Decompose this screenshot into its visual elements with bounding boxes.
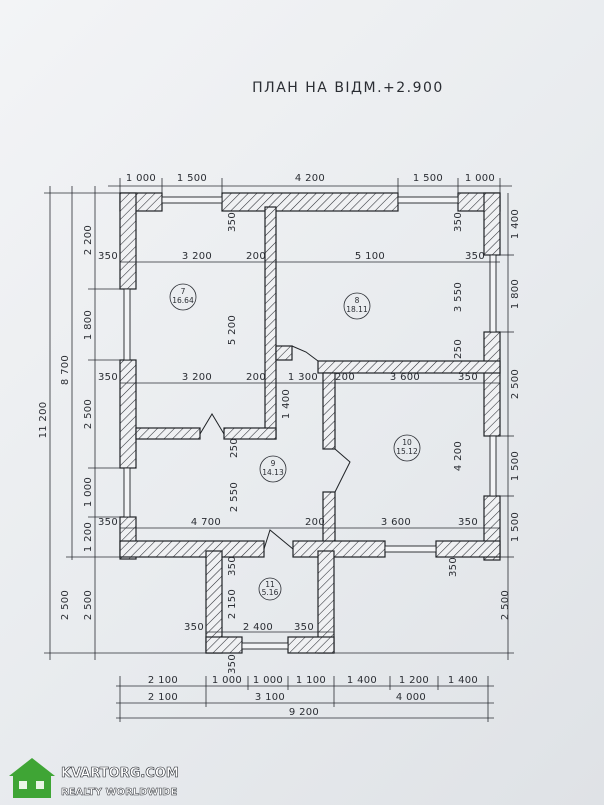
svg-text:4 200: 4 200 [295, 173, 325, 184]
room-7-number: 7 [181, 287, 186, 296]
svg-text:200: 200 [305, 517, 325, 528]
room-11-area: 5.16 [262, 588, 279, 597]
svg-text:1 000: 1 000 [126, 173, 156, 184]
svg-text:200: 200 [246, 251, 266, 262]
room-8-number: 8 [355, 296, 360, 305]
svg-text:3 600: 3 600 [381, 517, 411, 528]
room-7-marker: 7 16.64 [169, 283, 197, 311]
room-11-number: 11 [265, 580, 275, 589]
room-9-number: 9 [271, 459, 276, 468]
svg-text:4 700: 4 700 [191, 517, 221, 528]
svg-text:350: 350 [294, 622, 314, 633]
left-dimensions: 11 200 8 700 2 200 1 800 2 500 1 000 1 2… [38, 225, 94, 620]
bottom-dimensions: 2 100 1 000 1 000 1 100 1 400 1 200 1 40… [148, 675, 478, 718]
top-dimensions: 1 000 1 500 4 200 1 500 1 000 [126, 173, 495, 184]
svg-text:350: 350 [227, 212, 238, 232]
house-logo-icon [9, 758, 55, 798]
svg-text:1 000: 1 000 [465, 173, 495, 184]
room-8-area: 18.11 [346, 305, 368, 314]
svg-text:11 200: 11 200 [38, 402, 49, 439]
svg-text:350: 350 [448, 557, 459, 577]
windows [123, 196, 497, 650]
svg-text:1 000: 1 000 [212, 675, 242, 686]
svg-text:350: 350 [465, 251, 485, 262]
svg-text:2 100: 2 100 [148, 675, 178, 686]
svg-text:250: 250 [453, 339, 464, 359]
svg-text:3 200: 3 200 [182, 251, 212, 262]
watermark-brand: KVARTORG.COM [61, 766, 179, 781]
svg-text:1 000: 1 000 [83, 477, 94, 507]
interior-dimensions: 350 3 200 200 5 100 350 350 5 200 3 550 … [98, 212, 485, 674]
svg-text:350: 350 [227, 556, 238, 576]
svg-text:5 100: 5 100 [355, 251, 385, 262]
svg-text:2 500: 2 500 [500, 590, 511, 620]
right-dimensions: 1 400 1 800 2 500 1 500 1 500 2 500 [500, 209, 521, 620]
svg-text:350: 350 [453, 212, 464, 232]
svg-text:2 200: 2 200 [83, 225, 94, 255]
svg-text:8 700: 8 700 [60, 355, 71, 385]
svg-text:3 200: 3 200 [182, 372, 212, 383]
svg-text:1 400: 1 400 [448, 675, 478, 686]
room-9-area: 14.13 [262, 468, 284, 477]
svg-text:1 500: 1 500 [177, 173, 207, 184]
svg-text:350: 350 [98, 372, 118, 383]
svg-text:350: 350 [184, 622, 204, 633]
room-10-marker: 10 15.12 [393, 434, 421, 462]
svg-text:350: 350 [458, 372, 478, 383]
svg-text:1 200: 1 200 [399, 675, 429, 686]
svg-text:200: 200 [246, 372, 266, 383]
svg-text:1 800: 1 800 [510, 279, 521, 309]
svg-text:1 300: 1 300 [288, 372, 318, 383]
svg-text:350: 350 [98, 251, 118, 262]
svg-text:1 000: 1 000 [253, 675, 283, 686]
svg-text:1 100: 1 100 [296, 675, 326, 686]
svg-text:3 550: 3 550 [453, 282, 464, 312]
svg-text:5 200: 5 200 [227, 315, 238, 345]
svg-text:3 100: 3 100 [255, 692, 285, 703]
svg-text:4 200: 4 200 [453, 441, 464, 471]
svg-text:2 500: 2 500 [510, 369, 521, 399]
svg-text:1 800: 1 800 [83, 310, 94, 340]
svg-text:1 500: 1 500 [510, 451, 521, 481]
room-9-marker: 9 14.13 [259, 455, 287, 483]
room-10-area: 15.12 [396, 447, 418, 456]
svg-text:2 500: 2 500 [83, 590, 94, 620]
svg-text:4 000: 4 000 [396, 692, 426, 703]
svg-text:200: 200 [335, 372, 355, 383]
svg-text:2 400: 2 400 [243, 622, 273, 633]
svg-text:1 400: 1 400 [510, 209, 521, 239]
room-7-area: 16.64 [172, 296, 194, 305]
walls [119, 192, 501, 654]
room-10-number: 10 [402, 438, 412, 447]
svg-text:2 500: 2 500 [60, 590, 71, 620]
svg-text:3 600: 3 600 [390, 372, 420, 383]
doors [199, 345, 351, 550]
svg-text:2 150: 2 150 [227, 589, 238, 619]
dimension-lines [44, 178, 514, 722]
plan-title: ПЛАН НА ВІДМ.+2.900 [252, 80, 444, 96]
room-8-marker: 8 18.11 [343, 292, 371, 320]
svg-text:1 500: 1 500 [413, 173, 443, 184]
svg-text:250: 250 [229, 438, 240, 458]
svg-text:350: 350 [98, 517, 118, 528]
svg-text:2 550: 2 550 [229, 482, 240, 512]
svg-text:2 500: 2 500 [83, 399, 94, 429]
svg-text:2 100: 2 100 [148, 692, 178, 703]
svg-text:1 200: 1 200 [83, 522, 94, 552]
svg-text:350: 350 [227, 654, 238, 674]
svg-text:1 500: 1 500 [510, 512, 521, 542]
watermark-tagline: REALTY WORLDWIDE [61, 787, 177, 798]
svg-text:1 400: 1 400 [347, 675, 377, 686]
room-11-marker: 11 5.16 [258, 577, 282, 601]
svg-text:350: 350 [458, 517, 478, 528]
watermark: KVARTORG.COM REALTY WORLDWIDE [9, 758, 179, 798]
svg-text:1 400: 1 400 [281, 389, 292, 419]
svg-text:9 200: 9 200 [289, 707, 319, 718]
